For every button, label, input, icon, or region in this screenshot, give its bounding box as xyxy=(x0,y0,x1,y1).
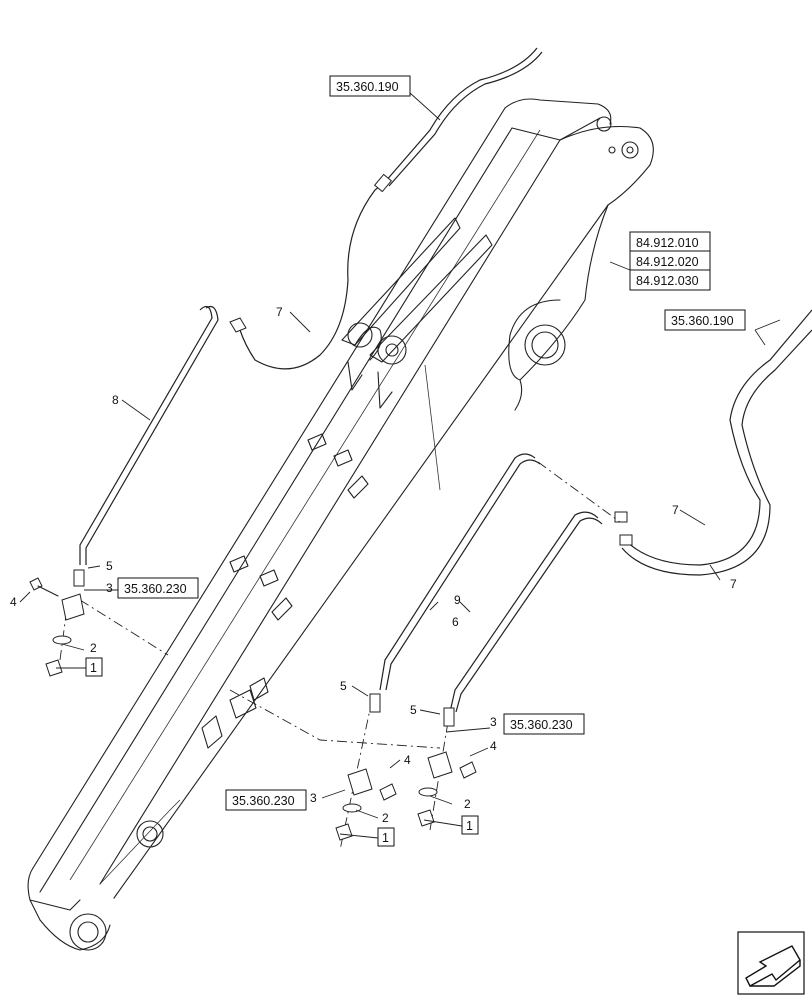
ref-boom-2: 84.912.020 xyxy=(636,255,699,269)
ref-right-hose-text: 35.360.190 xyxy=(671,314,734,328)
callout-5-left: 5 xyxy=(106,559,113,573)
ref-box-mid-block[interactable]: 35.360.230 xyxy=(225,789,307,811)
ref-mid-block-text: 35.360.230 xyxy=(232,794,295,808)
callout-8: 8 xyxy=(112,393,119,407)
ref-top-text: 35.360.190 xyxy=(336,80,399,94)
callout-3-mid: 3 xyxy=(310,791,317,805)
callout-2-left: 2 xyxy=(90,641,97,655)
kit-left-text: 1 xyxy=(90,661,97,675)
fittings xyxy=(29,569,477,841)
ref-box-boom[interactable]: 84.912.010 84.912.020 84.912.030 xyxy=(629,231,711,291)
callout-2-right: 2 xyxy=(464,797,471,811)
kit-box-mid[interactable]: 1 xyxy=(377,827,395,847)
ref-box-right-hose[interactable]: 35.360.190 xyxy=(664,309,746,331)
kit-mid-text: 1 xyxy=(382,831,389,845)
kit-right-text: 1 xyxy=(466,819,473,833)
ref-box-top[interactable]: 35.360.190 xyxy=(329,75,411,97)
callout-4-right: 4 xyxy=(490,739,497,753)
callout-7-right-a: 7 xyxy=(672,503,679,517)
callout-numbers: 7 8 7 7 5 3 4 2 9 6 5 5 3 4 4 3 2 2 xyxy=(10,305,737,825)
callout-9: 9 xyxy=(454,593,461,607)
ref-box-left-block[interactable]: 35.360.230 xyxy=(117,577,199,599)
callout-5-mid: 5 xyxy=(340,679,347,693)
callout-4-left: 4 xyxy=(10,595,17,609)
kit-box-left[interactable]: 1 xyxy=(85,657,103,677)
kit-box-right[interactable]: 1 xyxy=(461,815,479,835)
hydraulic-lines xyxy=(79,47,812,713)
ref-right-block-text: 35.360.230 xyxy=(510,718,573,732)
ref-boom-1: 84.912.010 xyxy=(636,236,699,250)
callout-3-right: 3 xyxy=(490,715,497,729)
ref-boom-3: 84.912.030 xyxy=(636,274,699,288)
callout-2-mid: 2 xyxy=(382,811,389,825)
callout-7-top: 7 xyxy=(276,305,283,319)
ref-left-block-text: 35.360.230 xyxy=(124,582,187,596)
callout-7-right-b: 7 xyxy=(730,577,737,591)
ref-box-right-block[interactable]: 35.360.230 xyxy=(503,713,585,735)
callout-4-mid: 4 xyxy=(404,753,411,767)
boom-structure xyxy=(27,98,654,951)
leader-lines xyxy=(19,92,781,839)
callout-5-right: 5 xyxy=(410,703,417,717)
arrow-back-icon[interactable] xyxy=(737,931,805,995)
callout-6: 6 xyxy=(452,615,459,629)
callout-3-left: 3 xyxy=(106,581,113,595)
